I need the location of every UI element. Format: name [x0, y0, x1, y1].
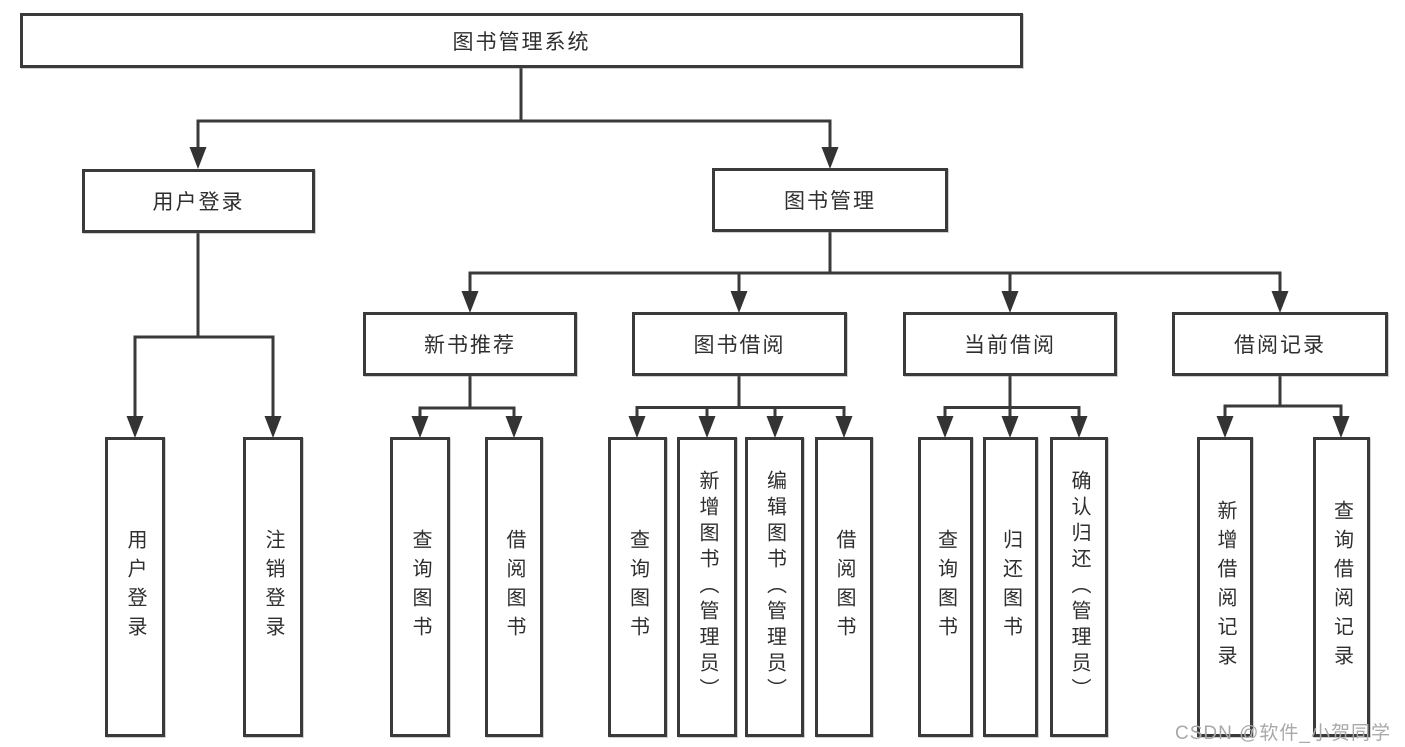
leaf-edit-books-admin: 编辑图书（管理员）: [745, 437, 804, 737]
arrowheads-records-leaves: [1216, 416, 1350, 438]
arrowhead: [461, 291, 479, 313]
leaf-borrow-books-1: 借阅图书: [485, 437, 543, 737]
arrowhead: [1001, 416, 1019, 438]
leaf-label: 新增图书（管理员）: [696, 470, 718, 704]
connector-bookmgmt-to-level3: [468, 232, 1282, 294]
arrowhead: [835, 416, 853, 438]
arrowhead: [411, 416, 429, 438]
node-root-library-system: 图书管理系统: [20, 13, 1023, 68]
arrowheads-userlogin-leaves: [126, 416, 282, 438]
leaf-label: 注销登录: [262, 529, 284, 645]
connector-userlogin-to-leaves: [133, 233, 275, 419]
arrowhead: [126, 416, 144, 438]
arrowhead: [1271, 291, 1289, 313]
arrowhead: [1332, 416, 1350, 438]
arrowhead: [1001, 291, 1019, 313]
node-user-login: 用户登录: [82, 169, 315, 233]
arrowheads-current-leaves: [936, 416, 1088, 438]
arrowhead: [766, 416, 784, 438]
leaf-return-books: 归还图书: [983, 437, 1038, 737]
leaf-confirm-return-admin: 确认归还（管理员）: [1050, 437, 1108, 737]
connector-borrow-to-leaves: [635, 376, 846, 419]
arrowhead: [1216, 416, 1234, 438]
arrowhead: [936, 416, 954, 438]
leaf-label: 借阅图书: [503, 529, 525, 645]
leaf-logout: 注销登录: [243, 437, 303, 737]
arrowhead: [730, 291, 748, 313]
leaf-label: 编辑图书（管理员）: [763, 470, 786, 704]
leaf-label: 用户登录: [124, 529, 146, 645]
arrowhead: [821, 147, 839, 169]
leaf-label: 新增借阅记录: [1214, 500, 1236, 674]
leaf-query-books-1: 查询图书: [390, 437, 450, 737]
arrowhead: [264, 416, 282, 438]
arrowheads-level3: [461, 291, 1289, 313]
leaf-label: 查询图书: [626, 529, 649, 645]
connector-root-to-level2: [196, 68, 832, 150]
arrowhead: [698, 416, 716, 438]
leaf-label: 借阅图书: [833, 529, 855, 645]
leaf-add-books-admin: 新增图书（管理员）: [677, 437, 737, 737]
csdn-watermark: CSDN @软件_小贺同学: [1175, 723, 1391, 744]
leaf-label: 查询借阅记录: [1330, 500, 1353, 674]
leaf-label: 查询图书: [934, 529, 957, 645]
node-borrow-records: 借阅记录: [1172, 312, 1388, 376]
node-book-management: 图书管理: [712, 168, 948, 232]
connector-records-to-leaves: [1223, 376, 1343, 419]
arrowheads-borrow-leaves: [628, 416, 853, 438]
connector-current-to-leaves: [943, 376, 1081, 419]
arrowhead: [1070, 416, 1088, 438]
arrowheads-newbook-leaves: [411, 416, 523, 438]
node-new-book-recommend: 新书推荐: [363, 312, 577, 376]
leaf-user-login: 用户登录: [105, 437, 165, 737]
node-current-borrow: 当前借阅: [903, 312, 1117, 376]
arrowhead: [628, 416, 646, 438]
leaf-query-books-3: 查询图书: [918, 437, 973, 737]
leaf-label: 归还图书: [999, 529, 1022, 645]
arrowhead: [189, 147, 207, 169]
leaf-borrow-books-2: 借阅图书: [815, 437, 873, 737]
leaf-label: 确认归还（管理员）: [1068, 470, 1090, 704]
leaf-label: 查询图书: [409, 529, 431, 645]
leaf-add-borrow-record: 新增借阅记录: [1197, 437, 1253, 737]
leaf-query-books-2: 查询图书: [608, 437, 667, 737]
connector-newbook-to-leaves: [418, 376, 516, 419]
arrowheads-level2: [189, 147, 839, 169]
arrowhead: [505, 416, 523, 438]
node-book-borrow: 图书借阅: [632, 312, 847, 376]
leaf-query-borrow-record: 查询借阅记录: [1313, 437, 1370, 737]
